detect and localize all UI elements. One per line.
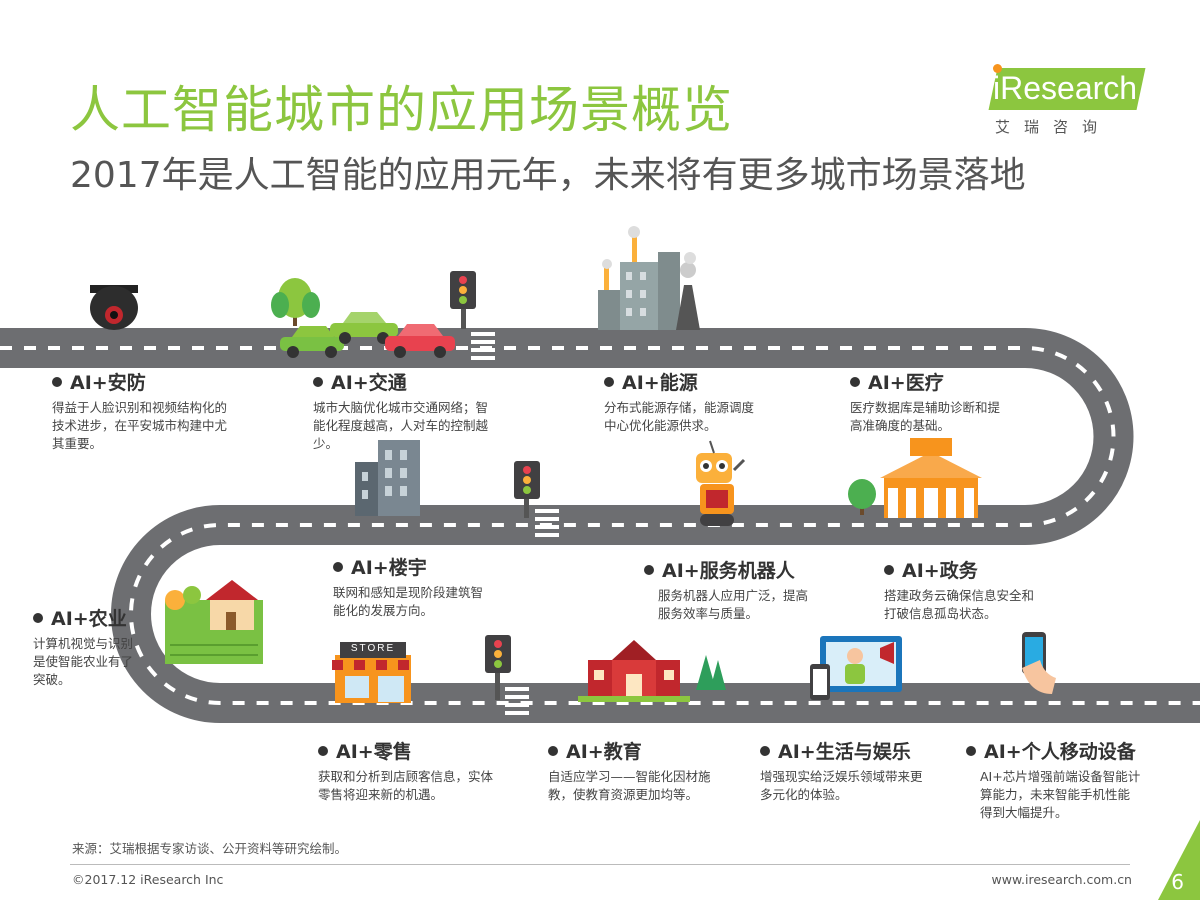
road-lane-marks bbox=[0, 346, 1200, 705]
item-personal-mobile: AI+个人移动设备 AI+芯片增强前端设备智能计算能力，未来智能手机性能得到大幅… bbox=[966, 737, 1142, 822]
source-note: 来源：艾瑞根据专家访谈、公开资料等研究绘制。 bbox=[72, 841, 348, 856]
car-icon bbox=[385, 324, 455, 358]
item-government: AI+政务 搭建政务云确保信息安全和打破信息孤岛状态。 bbox=[884, 556, 1044, 623]
bullet-icon bbox=[318, 745, 328, 756]
traffic-light-icon bbox=[450, 271, 476, 329]
item-retail: AI+零售 获取和分析到店顾客信息，实体零售将迎来新的机遇。 bbox=[318, 737, 498, 804]
item-description: 自适应学习——智能化因材施教，使教育资源更加均等。 bbox=[548, 769, 711, 802]
item-title: AI+医疗 bbox=[850, 368, 1005, 395]
page-number: 6 bbox=[1171, 870, 1184, 894]
item-title: AI+交通 bbox=[313, 368, 493, 395]
footer-divider bbox=[70, 864, 1130, 865]
bullet-icon bbox=[966, 745, 976, 756]
bullet-icon bbox=[604, 376, 614, 387]
page-corner-badge bbox=[1158, 820, 1200, 900]
crosswalk-icon bbox=[505, 687, 529, 715]
item-description: 城市大脑优化城市交通网络；智能化程度越高，人对车的控制越少。 bbox=[313, 400, 489, 451]
item-title: AI+教育 bbox=[548, 737, 723, 764]
item-description: 计算机视觉与识别是使智能农业有了突破。 bbox=[33, 636, 134, 687]
item-description: 分布式能源存储，能源调度中心优化能源供求。 bbox=[604, 400, 755, 433]
robot-icon bbox=[696, 440, 746, 526]
security-camera-icon bbox=[90, 285, 138, 330]
school-icon bbox=[578, 640, 690, 702]
office-building-icon bbox=[355, 440, 420, 516]
item-description: 获取和分析到店顾客信息，实体零售将迎来新的机遇。 bbox=[318, 769, 494, 802]
item-title: AI+政务 bbox=[884, 556, 1044, 583]
bullet-icon bbox=[52, 376, 62, 387]
item-title: AI+零售 bbox=[318, 737, 498, 764]
logo-dot-icon bbox=[993, 64, 1002, 73]
website-link[interactable]: www.iresearch.com.cn bbox=[991, 872, 1133, 887]
item-title: AI+服务机器人 bbox=[644, 556, 814, 583]
car-icon bbox=[280, 326, 344, 358]
item-service-robot: AI+服务机器人 服务机器人应用广泛，提高服务效率与质量。 bbox=[644, 556, 814, 623]
tree-icon bbox=[696, 655, 726, 690]
copyright: ©2017.12 iResearch Inc bbox=[72, 872, 224, 887]
smartphone-icon bbox=[1022, 632, 1056, 694]
page-subtitle: 2017年是人工智能的应用元年，未来将有更多城市场景落地 bbox=[70, 155, 1026, 196]
item-title: AI+能源 bbox=[604, 368, 754, 395]
item-title: AI+安防 bbox=[52, 368, 227, 395]
bullet-icon bbox=[33, 612, 43, 623]
item-description: 搭建政务云确保信息安全和打破信息孤岛状态。 bbox=[884, 588, 1035, 621]
bullet-icon bbox=[644, 564, 654, 575]
bullet-icon bbox=[313, 376, 323, 387]
tree-icon bbox=[848, 479, 876, 515]
item-entertainment: AI+生活与娱乐 增强现实给泛娱乐领域带来更多元化的体验。 bbox=[760, 737, 930, 804]
store-sign: STORE bbox=[350, 643, 396, 654]
tree-icon bbox=[271, 278, 320, 326]
bullet-icon bbox=[333, 561, 343, 572]
item-description: 医疗数据库是辅助诊断和提高准确度的基础。 bbox=[850, 400, 1001, 433]
page-title: 人工智能城市的应用场景概览 bbox=[70, 81, 733, 139]
item-title: AI+农业 bbox=[33, 604, 133, 631]
entertainment-screen-icon bbox=[810, 636, 902, 700]
farm-icon bbox=[165, 580, 263, 664]
item-title: AI+生活与娱乐 bbox=[760, 737, 930, 764]
item-traffic: AI+交通 城市大脑优化城市交通网络；智能化程度越高，人对车的控制越少。 bbox=[313, 368, 493, 453]
item-security: AI+安防 得益于人脸识别和视频结构化的技术进步，在平安城市构建中尤其重要。 bbox=[52, 368, 227, 453]
item-title: AI+楼宇 bbox=[333, 553, 483, 580]
bullet-icon bbox=[548, 745, 558, 756]
item-description: 服务机器人应用广泛，提高服务效率与质量。 bbox=[658, 588, 809, 621]
crosswalk-icon bbox=[535, 509, 559, 537]
item-title: AI+个人移动设备 bbox=[966, 737, 1142, 764]
item-agriculture: AI+农业 计算机视觉与识别是使智能农业有了突破。 bbox=[33, 604, 133, 689]
car-icon bbox=[330, 312, 398, 344]
bullet-icon bbox=[760, 745, 770, 756]
iresearch-logo: iResearch 艾瑞咨询 bbox=[985, 62, 1146, 142]
item-description: 增强现实给泛娱乐领域带来更多元化的体验。 bbox=[760, 769, 923, 802]
crosswalk-icon bbox=[471, 332, 495, 360]
bullet-icon bbox=[850, 376, 860, 387]
item-energy: AI+能源 分布式能源存储，能源调度中心优化能源供求。 bbox=[604, 368, 754, 435]
item-education: AI+教育 自适应学习——智能化因材施教，使教育资源更加均等。 bbox=[548, 737, 723, 804]
factory-icon bbox=[598, 226, 700, 330]
traffic-light-icon bbox=[514, 461, 540, 518]
logo-subtitle: 艾瑞咨询 bbox=[995, 118, 1112, 136]
item-description: 得益于人脸识别和视频结构化的技术进步，在平安城市构建中尤其重要。 bbox=[52, 400, 228, 451]
item-description: 联网和感知是现阶段建筑智能化的发展方向。 bbox=[333, 585, 484, 618]
item-building: AI+楼宇 联网和感知是现阶段建筑智能化的发展方向。 bbox=[333, 553, 483, 620]
government-building-icon bbox=[880, 438, 982, 518]
item-medical: AI+医疗 医疗数据库是辅助诊断和提高准确度的基础。 bbox=[850, 368, 1005, 435]
item-description: AI+芯片增强前端设备智能计算能力，未来智能手机性能得到大幅提升。 bbox=[980, 769, 1141, 820]
store-icon bbox=[332, 642, 411, 703]
traffic-light-icon bbox=[485, 635, 511, 700]
logo-brand: iResearch bbox=[993, 70, 1138, 106]
bullet-icon bbox=[884, 564, 894, 575]
